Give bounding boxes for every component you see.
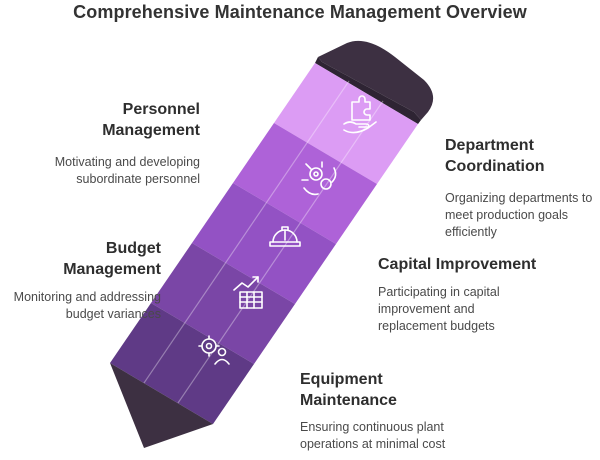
pencil-segment-4 [233,123,377,244]
pencil-segment-2 [151,243,295,364]
puzzle-hand-icon [343,95,377,134]
pencil-tip [110,363,213,448]
chart-table-icon [233,276,263,309]
capital-improvement-description: Participating in capital improvement and… [378,285,500,333]
hard-hat-icon [269,226,301,247]
pencil-ferrule [315,57,421,124]
pencil-segment-1 [110,303,254,424]
gear-worker-icon [198,335,230,365]
department-coordination-label: Department Coordination Organizing depar… [445,135,595,241]
personnel-management-title: Personnel Management [102,101,200,139]
pencil-segment-3 [192,183,336,304]
capital-improvement-title: Capital Improvement [378,256,537,273]
department-coordination-title: Department Coordination [445,137,545,175]
capital-improvement-label: Capital Improvement Participating in cap… [378,254,538,335]
pencil-eraser [318,40,434,120]
department-coordination-description: Organizing departments to meet productio… [445,191,593,239]
budget-management-description: Monitoring and addressing budget varianc… [13,290,161,321]
gears-hands-icon [301,161,337,196]
equipment-maintenance-description: Ensuring continuous plant operations at … [300,420,446,451]
budget-management-label: Budget Management Monitoring and address… [5,238,161,323]
personnel-management-label: Personnel Management Motivating and deve… [55,99,200,188]
equipment-maintenance-title: Equipment Maintenance [300,371,397,409]
diagram-title: Comprehensive Maintenance Management Ove… [73,2,527,22]
budget-management-title: Budget Management [63,240,161,278]
equipment-maintenance-label: Equipment Maintenance Ensuring continuou… [300,369,470,453]
personnel-management-description: Motivating and developing subordinate pe… [54,155,200,186]
